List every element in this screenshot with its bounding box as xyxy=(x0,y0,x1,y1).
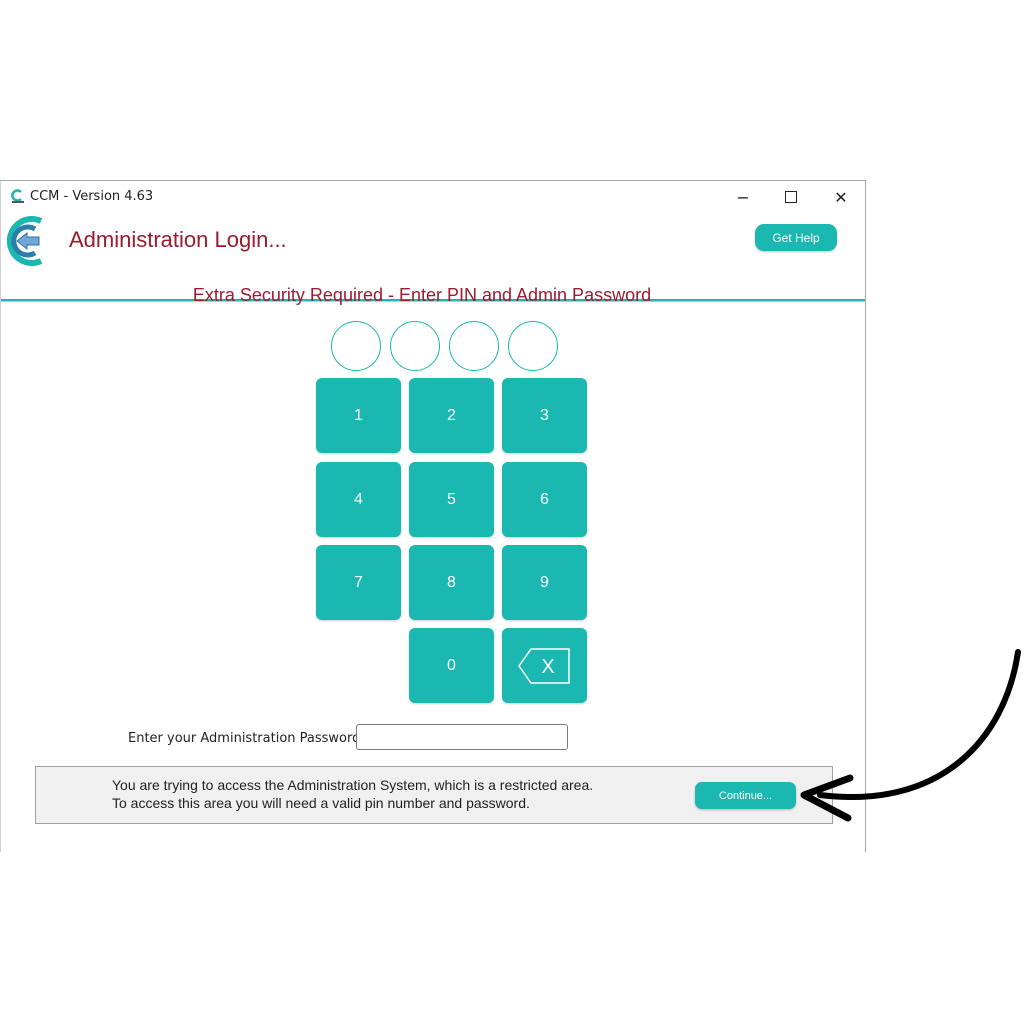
pin-dot-4 xyxy=(508,321,558,371)
get-help-button[interactable]: Get Help xyxy=(755,224,837,251)
app-window: CCM - Version 4.63 − ✕ Administration Lo… xyxy=(0,180,866,852)
annotation-arrow-icon xyxy=(800,649,1021,822)
key-6[interactable]: 6 xyxy=(502,462,587,537)
pin-dot-2 xyxy=(390,321,440,371)
info-text-line-1: You are trying to access the Administrat… xyxy=(112,777,594,793)
title-bar: CCM - Version 4.63 − ✕ xyxy=(1,181,865,213)
key-8[interactable]: 8 xyxy=(409,545,494,620)
minimize-button[interactable]: − xyxy=(736,187,750,207)
pin-dot-3 xyxy=(449,321,499,371)
info-text-line-2: To access this area you will need a vali… xyxy=(112,795,530,811)
page-title: Administration Login... xyxy=(69,227,287,252)
info-panel: You are trying to access the Administrat… xyxy=(35,766,833,824)
key-5[interactable]: 5 xyxy=(409,462,494,537)
backspace-label: X xyxy=(541,656,554,678)
key-2[interactable]: 2 xyxy=(409,378,494,453)
continue-button[interactable]: Continue... xyxy=(695,782,796,809)
close-button[interactable]: ✕ xyxy=(834,187,848,207)
app-icon xyxy=(11,189,24,203)
maximize-icon xyxy=(785,191,797,203)
password-label: Enter your Administration Password: xyxy=(128,731,365,746)
key-4[interactable]: 4 xyxy=(316,462,401,537)
window-title: CCM - Version 4.63 xyxy=(30,189,154,204)
key-9[interactable]: 9 xyxy=(502,545,587,620)
maximize-button[interactable] xyxy=(767,181,815,213)
ccm-logo-icon xyxy=(6,216,43,266)
pin-dot-1 xyxy=(331,321,381,371)
security-title: Extra Security Required - Enter PIN and … xyxy=(192,285,652,305)
key-0[interactable]: 0 xyxy=(409,628,494,703)
header-divider xyxy=(1,299,865,302)
header: Administration Login... Get Help xyxy=(1,213,865,302)
key-3[interactable]: 3 xyxy=(502,378,587,453)
backspace-key[interactable]: X xyxy=(502,628,587,703)
key-7[interactable]: 7 xyxy=(316,545,401,620)
key-1[interactable]: 1 xyxy=(316,378,401,453)
backspace-icon: X xyxy=(517,647,570,684)
password-input[interactable] xyxy=(356,724,568,750)
